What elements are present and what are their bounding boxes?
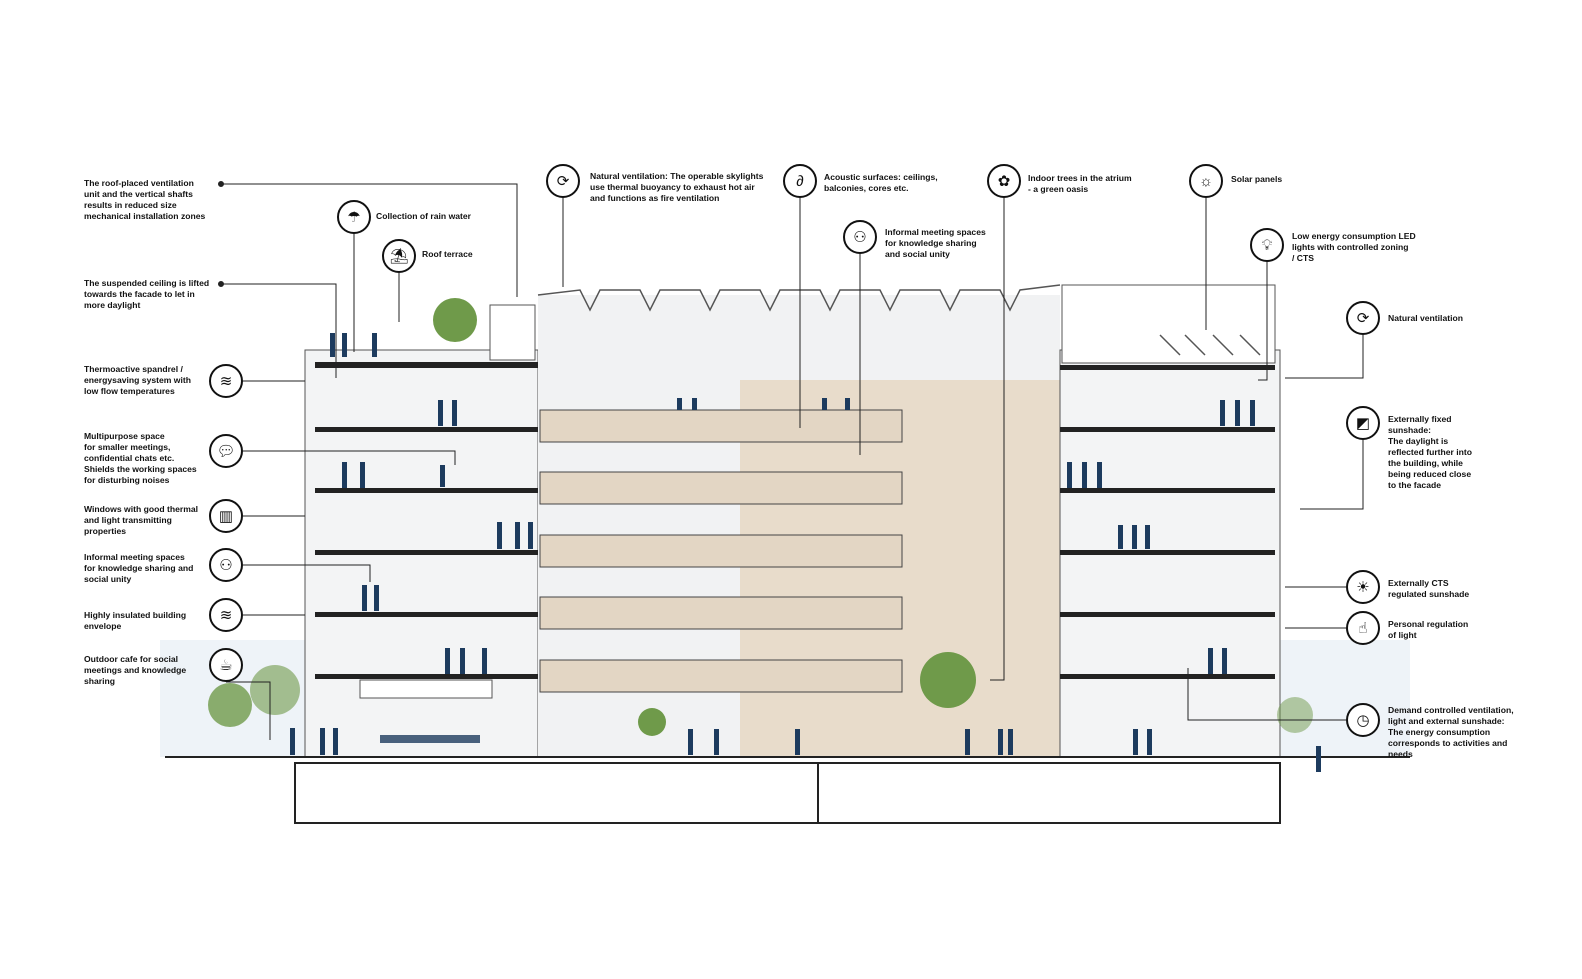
leader-lines (218, 181, 1364, 740)
umbrella-icon: ⛱︎ (382, 239, 416, 273)
label-led: Low energy consumption LED lights with c… (1292, 231, 1416, 263)
sun-panel-icon: ☼ (1189, 164, 1223, 198)
balcony (539, 659, 903, 693)
people-group-icon: ⚇ (209, 548, 243, 582)
right-wing (1059, 284, 1281, 758)
label-informal-left: Informal meeting spaces for knowledge sh… (84, 552, 194, 584)
label-multipurpose: Multipurpose space for smaller meetings,… (84, 431, 197, 485)
label-cts-sunshade: Externally CTS regulated sunshade (1388, 578, 1470, 599)
label-thermoactive: Thermoactive spandrel / energysaving sys… (84, 364, 191, 396)
plant-icon: ✿ (987, 164, 1021, 198)
label-roof-ventilation: The roof-placed ventilation unit and the… (84, 178, 206, 221)
trees (208, 298, 1313, 736)
hand-pointer-icon: ☝︎ (1346, 611, 1380, 645)
rain-cloud-icon: ☂︎ (337, 200, 371, 234)
label-rain-water: Collection of rain water (376, 211, 472, 221)
people (290, 333, 1321, 772)
ventilation-unit (489, 304, 536, 361)
ventilation-cycle-icon: ⟳ (546, 164, 580, 198)
label-informal-atrium: Informal meeting spaces for knowledge sh… (885, 227, 986, 259)
label-acoustic: Acoustic surfaces: ceilings, balconies, … (824, 172, 938, 193)
label-natural-ventilation-skylights: Natural ventilation: The operable skylig… (590, 171, 764, 203)
left-wing (304, 304, 539, 758)
label-solar: Solar panels (1231, 174, 1283, 184)
balcony (539, 409, 903, 443)
insulation-icon: ≋ (209, 598, 243, 632)
insulation-heating-icon: ≋ (209, 364, 243, 398)
fixed-sunshade-icon: ◩ (1346, 406, 1380, 440)
coffee-cup-icon: ☕︎ (209, 648, 243, 682)
label-insulated: Highly insulated building envelope (84, 610, 187, 631)
wood-wall (740, 380, 1060, 757)
label-fixed-sunshade: Externally fixed sunshade: The daylight … (1388, 414, 1473, 490)
cts-sunshade-icon: ☀︎ (1346, 570, 1380, 604)
ear-icon: ∂ (783, 164, 817, 198)
ventilation-cycle-icon: ⟳ (1346, 301, 1380, 335)
label-personal-light: Personal regulation of light (1388, 619, 1469, 640)
clock-icon: ◷ (1346, 703, 1380, 737)
people-group-icon: ⚇ (843, 220, 877, 254)
label-demand-control: Demand controlled ventilation, light and… (1388, 705, 1514, 759)
light-bulb-icon: 💡︎ (1250, 228, 1284, 262)
balcony (539, 534, 903, 568)
label-suspended-ceiling: The suspended ceiling is lifted towards … (84, 278, 210, 310)
balcony (539, 596, 903, 630)
chat-bubbles-icon: 💬︎ (209, 434, 243, 468)
label-indoor-trees: Indoor trees in the atrium - a green oas… (1028, 173, 1132, 194)
label-windows: Windows with good thermal and light tran… (84, 504, 199, 536)
label-roof-terrace: Roof terrace (422, 249, 473, 259)
label-natural-ventilation: Natural ventilation (1388, 313, 1463, 323)
balcony (539, 471, 903, 505)
atrium (537, 284, 1061, 757)
label-outdoor-cafe: Outdoor cafe for social meetings and kno… (84, 654, 187, 686)
basement (294, 762, 1281, 824)
window-sun-icon: ▥ (209, 499, 243, 533)
